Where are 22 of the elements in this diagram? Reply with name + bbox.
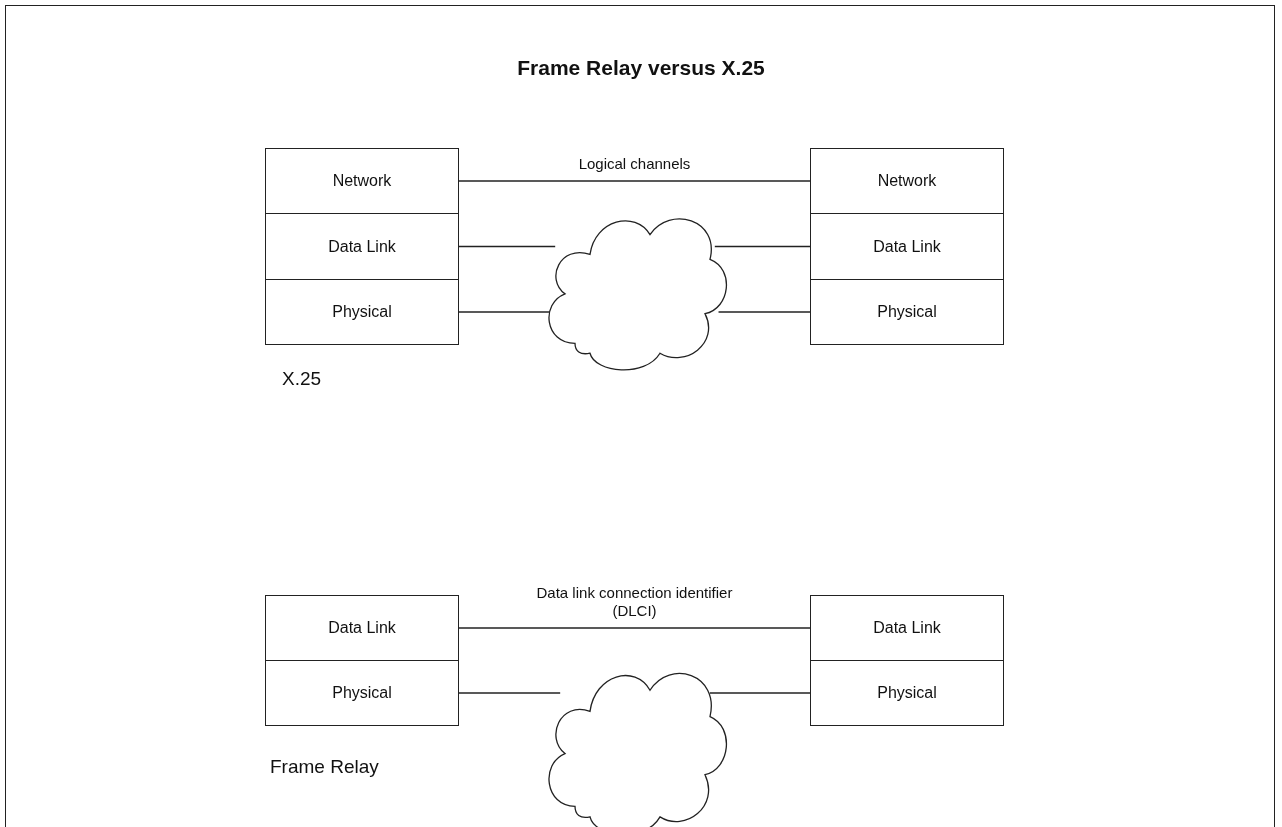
layer-box: Data Link [810,213,1004,280]
layer-box: Network [265,148,459,214]
layer-box: Physical [810,279,1004,345]
edge-label: Data link connection identifier (DLCI) [535,584,734,620]
diagram-label: Frame Relay [270,756,379,778]
layer-box: Data Link [265,595,459,661]
layer-box: Physical [265,279,459,345]
connector-line [458,180,811,182]
layer-box: Data Link [810,595,1004,661]
layer-box: Network [810,148,1004,214]
layer-box: Physical [810,660,1004,726]
diagram-title: Frame Relay versus X.25 [516,56,766,80]
connector-line [709,692,811,694]
layer-box: Data Link [265,213,459,280]
connector-line [717,311,811,313]
connector-line [458,627,811,629]
edge-label: Logical channels [577,155,692,173]
diagram-label: X.25 [282,368,322,390]
layer-box: Physical [265,660,459,726]
connector-line [458,692,561,694]
connector-line [714,245,811,248]
connector-line [458,245,556,248]
